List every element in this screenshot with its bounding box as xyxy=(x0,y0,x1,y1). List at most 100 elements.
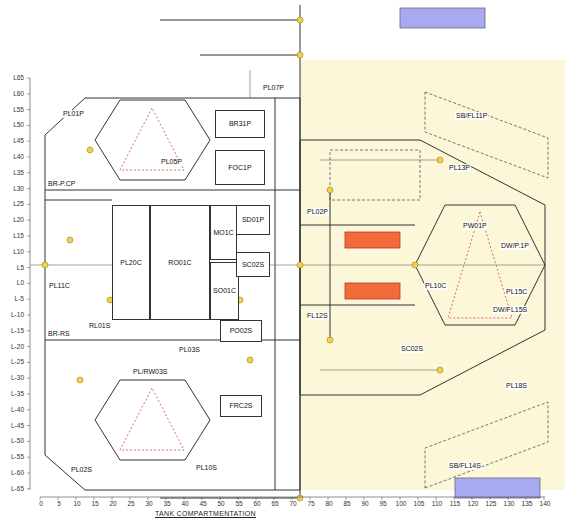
tank-name: PO02S xyxy=(230,327,253,335)
axis-label: 100 xyxy=(390,500,412,508)
axis-label: 90 xyxy=(354,500,376,508)
compartment-label: PL01P xyxy=(62,110,85,118)
compartment-label: PL07P xyxy=(262,84,285,92)
axis-label: L60 xyxy=(1,90,25,98)
axis-label: 0 xyxy=(30,500,52,508)
compartment-label: SB/FL14S xyxy=(448,462,482,470)
axis-label: 5 xyxy=(48,500,70,508)
axis-label: L-25 xyxy=(1,358,25,366)
compartment-label: PL11C xyxy=(48,282,71,290)
tank-name: FOC1P xyxy=(228,164,251,172)
axis-label: 95 xyxy=(372,500,394,508)
tank-box: MO1C xyxy=(210,205,237,260)
compartment-label: BR-RS xyxy=(47,330,71,338)
axis-label: 110 xyxy=(426,500,448,508)
compartment-label: PL/RW03S xyxy=(132,368,169,376)
compartment-label: PL15C xyxy=(505,288,528,296)
axis-label: 120 xyxy=(462,500,484,508)
axis-label: 35 xyxy=(156,500,178,508)
axis-label: L-30 xyxy=(1,374,25,382)
caption: TANK COMPARTMENTATION xyxy=(155,510,256,518)
axis-label: L-10 xyxy=(1,311,25,319)
axis-label: 130 xyxy=(498,500,520,508)
axis-label: L-55 xyxy=(1,453,25,461)
axis-label: 25 xyxy=(120,500,142,508)
tank-name: BR31P xyxy=(229,120,251,128)
tank-box: FOC1P xyxy=(215,150,265,185)
axis-label: 125 xyxy=(480,500,502,508)
axis-label: 85 xyxy=(336,500,358,508)
axis-label: L20 xyxy=(1,216,25,224)
compartment-label: PW01P xyxy=(462,222,488,230)
axis-label: 15 xyxy=(84,500,106,508)
axis-label: 10 xyxy=(66,500,88,508)
tank-name: FRC2S xyxy=(230,402,253,410)
axis-label: L-5 xyxy=(1,295,25,303)
tank-box: SD01P xyxy=(236,205,270,235)
compartment-label: PL05P xyxy=(160,158,183,166)
compartment-label: SB/FL11P xyxy=(455,112,488,120)
compartment-label: PL02P xyxy=(306,208,329,216)
tank-name: SC02S xyxy=(242,261,264,269)
tank-box: SC02S xyxy=(236,252,270,277)
tank-name: SO01C xyxy=(213,287,236,295)
axis-label: 135 xyxy=(516,500,538,508)
axis-label: L5 xyxy=(1,264,25,272)
axis-label: 40 xyxy=(174,500,196,508)
axis-label: 115 xyxy=(444,500,466,508)
tank-name: PL20C xyxy=(120,259,141,267)
tank-box: FRC2S xyxy=(220,395,262,417)
axis-label: L0 xyxy=(1,279,25,287)
compartment-label: DW/FL15S xyxy=(492,306,528,314)
axis-label: 65 xyxy=(264,500,286,508)
compartment-label: PL10S xyxy=(195,464,218,472)
axis-label: L65 xyxy=(1,74,25,82)
compartment-label: RL01S xyxy=(88,322,111,330)
compartment-label: PL03S xyxy=(178,346,201,354)
axis-label: L50 xyxy=(1,121,25,129)
axis-label: 30 xyxy=(138,500,160,508)
tank-name: MO1C xyxy=(213,229,233,237)
axis-label: 55 xyxy=(228,500,250,508)
axis-label: L10 xyxy=(1,248,25,256)
axis-label: L-35 xyxy=(1,390,25,398)
axis-label: 60 xyxy=(246,500,268,508)
tank-box: PO02S xyxy=(220,320,262,342)
axis-label: L30 xyxy=(1,185,25,193)
compartment-label: FL12S xyxy=(306,312,329,320)
axis-label: L45 xyxy=(1,137,25,145)
axis-label: L40 xyxy=(1,153,25,161)
axis-label: L-20 xyxy=(1,343,25,351)
compartment-label: PL13P xyxy=(448,164,471,172)
compartment-label: PL18S xyxy=(505,382,528,390)
axis-label: 75 xyxy=(300,500,322,508)
compartment-label: BR-P.CP xyxy=(47,180,77,188)
tank-box: SO01C xyxy=(210,262,239,320)
axis-label: 70 xyxy=(282,500,304,508)
tank-box: BR31P xyxy=(215,110,265,138)
tank-name: RO01C xyxy=(168,259,191,267)
axis-label: L25 xyxy=(1,200,25,208)
axis-label: L15 xyxy=(1,232,25,240)
axis-label: L55 xyxy=(1,106,25,114)
compartment-label: SC02S xyxy=(400,345,424,353)
tank-box: RO01C xyxy=(150,205,210,320)
axis-label: L-50 xyxy=(1,437,25,445)
compartment-label: PL10C xyxy=(424,282,447,290)
axis-label: L-60 xyxy=(1,469,25,477)
axis-label: L-40 xyxy=(1,406,25,414)
compartment-label: DW/P.1P xyxy=(500,242,530,250)
compartment-label: PL02S xyxy=(70,466,93,474)
tank-box: PL20C xyxy=(112,205,150,320)
axis-label: 80 xyxy=(318,500,340,508)
tank-name: SD01P xyxy=(242,216,264,224)
axis-label: 105 xyxy=(408,500,430,508)
axis-label: 45 xyxy=(192,500,214,508)
axis-label: 140 xyxy=(534,500,556,508)
axis-label: 50 xyxy=(210,500,232,508)
axis-label: L35 xyxy=(1,169,25,177)
axis-label: L-15 xyxy=(1,327,25,335)
axis-label: 20 xyxy=(102,500,124,508)
